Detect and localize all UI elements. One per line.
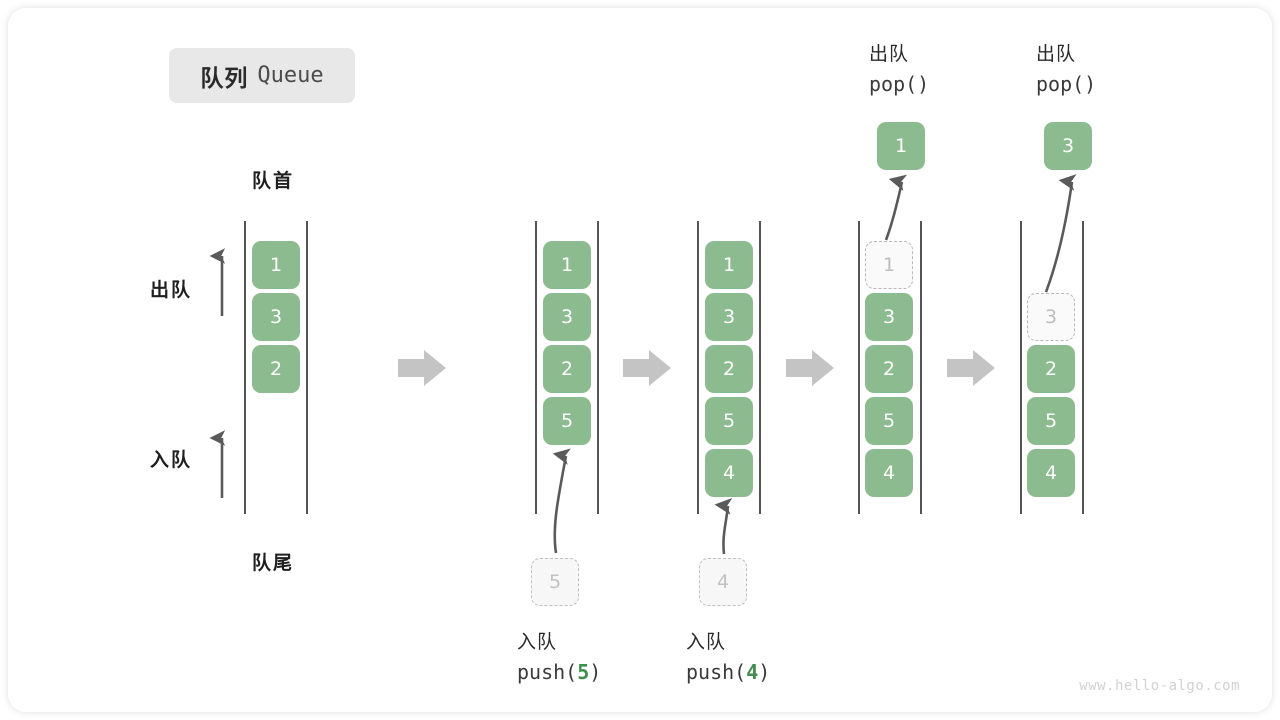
title-en: Queue [257,63,324,88]
pop-arrow-icon [1044,174,1077,293]
queue-tail-label: 队尾 [251,552,294,574]
queue-cell: 5 [705,397,753,445]
queue-rail-left-pop3 [1020,221,1022,514]
enqueue-direction-label: 入队 [150,449,193,471]
step-arrow-icon [786,350,834,386]
queue-cell: 3 [705,293,753,341]
caption-code: push(5) [517,657,601,688]
queue-cell: 5 [1027,397,1075,445]
push-arrow-icon [552,448,571,554]
push-arrow-icon [714,497,733,555]
step-arrow-icon [398,350,446,386]
caption-code-suffix: ) [589,660,602,685]
queue-cell: 2 [1027,345,1075,393]
caption-code-arg: 5 [577,660,590,685]
queue-cell: 4 [865,449,913,497]
queue-cell: 1 [705,241,753,289]
step-arrow-icon [623,350,671,386]
popped-element: 1 [877,122,925,170]
popped-element: 3 [1044,122,1092,170]
queue-cell: 3 [865,293,913,341]
queue-cell: 3 [543,293,591,341]
queue-rail-left-pop1 [858,221,860,514]
queue-cell: 2 [252,345,300,393]
caption-code: pop() [869,72,930,97]
incoming-element-ghost: 4 [699,558,747,606]
dequeue-direction-label: 出队 [150,279,193,301]
queue-rail-right-pop3 [1082,221,1084,514]
queue-cell-new: 5 [543,397,591,445]
queue-rail-left-push4 [697,221,699,514]
caption-code: pop() [1036,72,1097,97]
pop-arrow-icon [884,174,908,241]
queue-rail-right-push5 [597,221,599,514]
caption-code-prefix: push( [517,660,578,685]
queue-rail-right-pop1 [920,221,922,514]
queue-rail-left-push5 [535,221,537,514]
dequeue-direction-arrow [209,248,226,316]
queue-cell: 2 [543,345,591,393]
queue-cell: 4 [1027,449,1075,497]
queue-cell: 3 [252,293,300,341]
column-caption-pop1: 出队 pop() [869,40,929,100]
caption-cn: 入队 [517,631,558,653]
caption-cn: 出队 [1036,43,1077,65]
step-arrow-icon [947,350,995,386]
title-badge: 队列 Queue [169,48,355,103]
queue-cell-new: 4 [705,449,753,497]
queue-cell-vacated: 3 [1027,293,1075,341]
queue-head-label: 队首 [251,170,294,192]
caption-code-prefix: push( [686,660,747,685]
queue-cell: 1 [543,241,591,289]
queue-cell-vacated: 1 [865,241,913,289]
incoming-element-ghost: 5 [531,558,579,606]
diagram-card: 队列 Queue 队首 队尾 出队 入队 1 3 2 1 3 2 5 5 [8,8,1272,712]
caption-code-suffix: ) [758,660,771,685]
title-cn: 队列 [200,65,249,92]
watermark: www.hello-algo.com [1079,678,1240,694]
queue-rail-left-initial [244,221,246,514]
queue-cell: 2 [705,345,753,393]
caption-cn: 出队 [869,43,910,65]
column-caption-push5: 入队 push(5) [517,628,601,688]
column-caption-push4: 入队 push(4) [686,628,770,688]
caption-code: push(4) [686,657,770,688]
queue-cell: 2 [865,345,913,393]
queue-cell: 5 [865,397,913,445]
caption-cn: 入队 [686,631,727,653]
caption-code-arg: 4 [746,660,759,685]
queue-cell: 1 [252,241,300,289]
queue-rail-right-initial [306,221,308,514]
enqueue-direction-arrow [209,430,226,498]
column-caption-pop3: 出队 pop() [1036,40,1096,100]
queue-rail-right-push4 [759,221,761,514]
